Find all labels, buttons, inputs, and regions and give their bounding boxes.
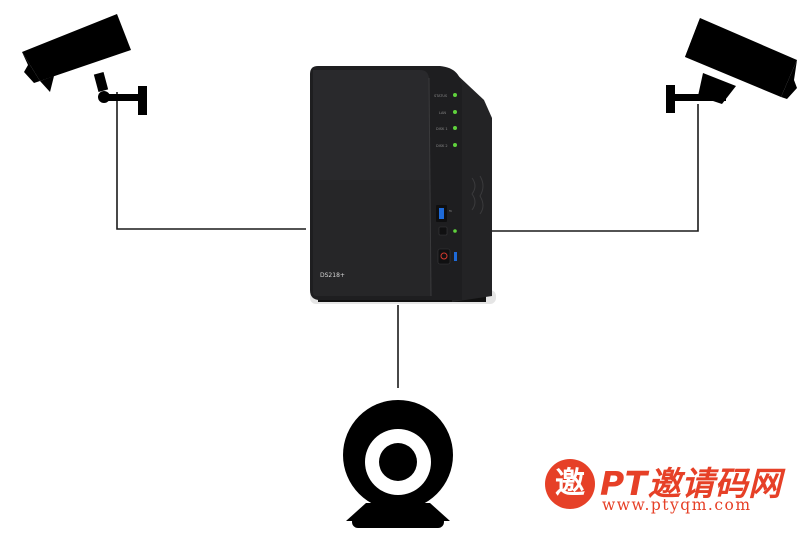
copy-button [438,226,448,236]
nas-front-highlight [313,70,430,180]
nas-model-label: DS218+ [320,272,345,279]
watermark-title: PT邀请码网 [600,464,782,503]
led-label-disk-2: DISK 2 [436,144,448,148]
led-disk-2 [453,143,457,147]
led-status [453,93,457,97]
nas-device: STATUS LAN DISK 1 DISK 2 ⇋ DS218+ [310,66,496,304]
watermark-logo-badge: 邀 [545,459,595,509]
led-disk-1 [453,126,457,130]
power-led [454,252,457,261]
left-camera-icon [22,14,147,115]
watermark-url: www.ptyqm.com [602,496,752,514]
usb-label: ⇋ [449,209,452,213]
webcam-icon [343,400,453,528]
usb-port [436,205,447,222]
led-lan [453,110,457,114]
model-label-plate [319,270,349,278]
led-label-lan: LAN [439,111,446,115]
right-camera-icon [666,18,797,113]
led-label-status: STATUS [434,94,448,98]
copy-led [453,229,457,233]
led-label-disk-1: DISK 1 [436,127,448,131]
power-button [437,248,451,265]
connection-lines [116,92,699,388]
connector-left-camera [116,92,306,230]
connector-right-camera [490,104,699,232]
nas-side-vents [471,175,484,215]
nas-status-leds [453,93,457,147]
